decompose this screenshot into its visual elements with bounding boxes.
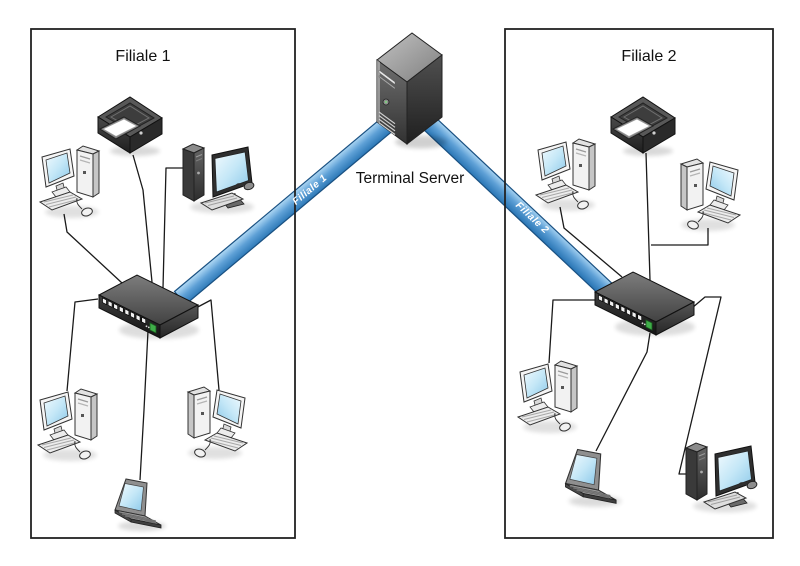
branch2-title: Filiale 2 bbox=[621, 48, 676, 65]
printer-icon-branch2 bbox=[611, 97, 675, 156]
desktop-pc-icon-branch2-topleft bbox=[536, 139, 595, 211]
branch2-box bbox=[504, 28, 774, 539]
printer-icon-branch1 bbox=[98, 97, 162, 156]
cable-branch2-pc-topright bbox=[651, 228, 709, 246]
cable-branch1-printer bbox=[132, 154, 153, 283]
laptop-icon-branch1 bbox=[115, 479, 166, 531]
cable-branch1-pc-bottomright bbox=[193, 299, 220, 391]
cable-branch1-pc-topleft bbox=[63, 213, 123, 284]
cable-branch2-pc-bottomleft bbox=[548, 299, 596, 364]
cable-branch2-pc-bottomright bbox=[678, 296, 722, 475]
desktop-pc-icon-branch2-bottomright bbox=[686, 443, 758, 513]
desktop-pc-icon-branch1-bottomleft bbox=[38, 389, 97, 461]
laptop-icon-branch2 bbox=[566, 450, 622, 507]
cable-branch1-pc-bottomleft bbox=[66, 298, 99, 392]
branch1-box bbox=[30, 28, 296, 539]
cable-branch2-printer bbox=[645, 152, 651, 281]
desktop-pc-icon-branch1-topright bbox=[183, 144, 255, 214]
desktop-pc-icon-branch2-topright bbox=[681, 159, 740, 231]
cable-branch1-laptop bbox=[139, 330, 149, 481]
cables bbox=[63, 152, 722, 481]
desktop-pc-icon-branch1-bottomright bbox=[188, 387, 247, 459]
server-label: Terminal Server bbox=[356, 170, 465, 187]
branch1-title: Filiale 1 bbox=[115, 48, 170, 65]
branch1-devices bbox=[38, 97, 255, 531]
cable-branch1-pc-topright bbox=[162, 167, 183, 289]
branch2-devices bbox=[518, 97, 758, 513]
cable-branch2-pc-topleft bbox=[559, 206, 623, 278]
desktop-pc-icon-branch2-bottomleft bbox=[518, 361, 577, 433]
cable-branch2-laptop bbox=[595, 332, 651, 452]
desktop-pc-icon-branch1-topleft bbox=[40, 146, 99, 218]
